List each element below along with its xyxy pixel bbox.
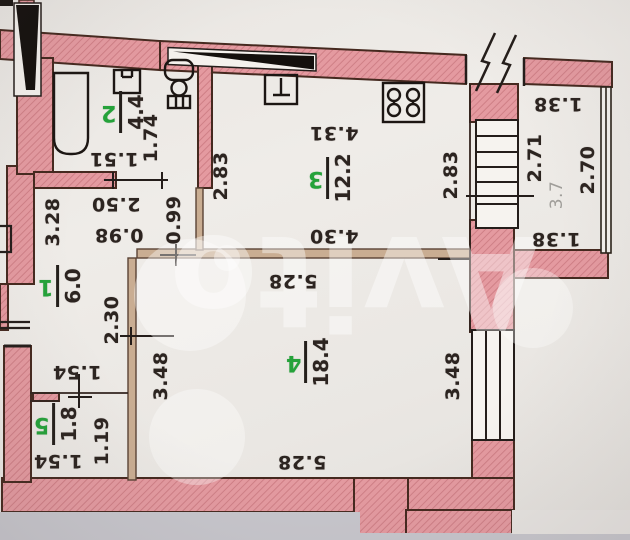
room-area: 4.4: [123, 94, 148, 130]
balcony-bottom-wall: [513, 249, 609, 279]
room-area: 6.0: [60, 268, 85, 304]
fixtures: [52, 58, 426, 156]
room-fraction-line: [304, 341, 307, 383]
wall-break-icon: [464, 32, 526, 94]
dimension-ticks: [68, 172, 534, 408]
dimension-label: 3.28: [42, 197, 64, 247]
pier-mid-right: [469, 219, 515, 333]
room-fraction-line: [56, 265, 59, 307]
stove-icon: [381, 81, 426, 124]
toilet-icon: [163, 58, 195, 110]
watermark-text: Avito: [170, 206, 541, 355]
bathtub-icon: [52, 71, 90, 156]
dimension-label: 1.54: [52, 361, 102, 383]
dimension-label: 4.31: [309, 122, 359, 144]
room-area-box: 18.4: [308, 337, 334, 387]
dimension-label: 1.54: [33, 450, 83, 472]
dimension-label: 1.38: [533, 93, 583, 115]
balcony-window: [475, 119, 519, 229]
room-fraction-line: [326, 157, 329, 199]
dimension-label: 4.30: [309, 225, 359, 247]
dimension-label: 2.83: [440, 150, 462, 200]
left-wall-thin: [0, 283, 9, 331]
room-window: [471, 329, 515, 441]
top-wall-door-wedge: [167, 46, 317, 72]
room-area-box: 12.2: [330, 153, 356, 203]
room-fraction-line: [119, 91, 122, 133]
dimension-label: 0.99: [163, 195, 185, 245]
room-area-box: 6.0: [60, 261, 86, 311]
hall-room4-partition: [127, 257, 137, 481]
left-wall-lower: [3, 345, 32, 483]
kitchen-sink-icon: [263, 73, 299, 106]
dimension-label: 3.48: [442, 351, 464, 401]
balcony-railing: [600, 86, 612, 254]
dimension-label: 2.83: [210, 151, 232, 201]
room-number: 3: [308, 165, 324, 191]
entrance-door-leaf: [16, 5, 39, 90]
dimension-label: 2.50: [91, 193, 141, 215]
room-area-box: 1.8: [56, 399, 82, 449]
room-number: 1: [38, 273, 54, 299]
dimension-label: 3.7: [547, 180, 567, 210]
bottom-wall: [1, 477, 515, 513]
dimension-label: 1.38: [531, 228, 581, 250]
dimension-label: 2.70: [577, 145, 599, 195]
pier-top-right: [469, 83, 519, 123]
room-number: 2: [101, 99, 117, 125]
dimension-label: 1.51: [89, 148, 139, 170]
room-area: 1.8: [56, 406, 81, 442]
dimension-label: 2.30: [101, 295, 123, 345]
avito-watermark: Avito: [134, 206, 573, 485]
left-wall-window: [0, 224, 31, 348]
dimension-label: 0.98: [94, 224, 144, 246]
dimension-label: 1.19: [91, 416, 113, 466]
washbasin-icon: [112, 68, 142, 95]
outer-walls: [0, 28, 613, 536]
dimension-label: 5.28: [268, 270, 318, 292]
room-area: 18.4: [308, 337, 333, 387]
dimension-label: 3.48: [150, 351, 172, 401]
room-area: 12.2: [330, 153, 355, 203]
corridor-partition: [195, 187, 204, 251]
room-number: 4: [286, 349, 302, 375]
entrance-door: [0, 0, 42, 97]
room-number: 5: [34, 411, 50, 437]
photo-background: [0, 510, 630, 540]
room-fraction-line: [52, 403, 55, 445]
dimension-label: 2.71: [524, 133, 546, 183]
room-area-box: 4.4: [123, 87, 149, 137]
dimension-label: 5.28: [277, 451, 327, 473]
